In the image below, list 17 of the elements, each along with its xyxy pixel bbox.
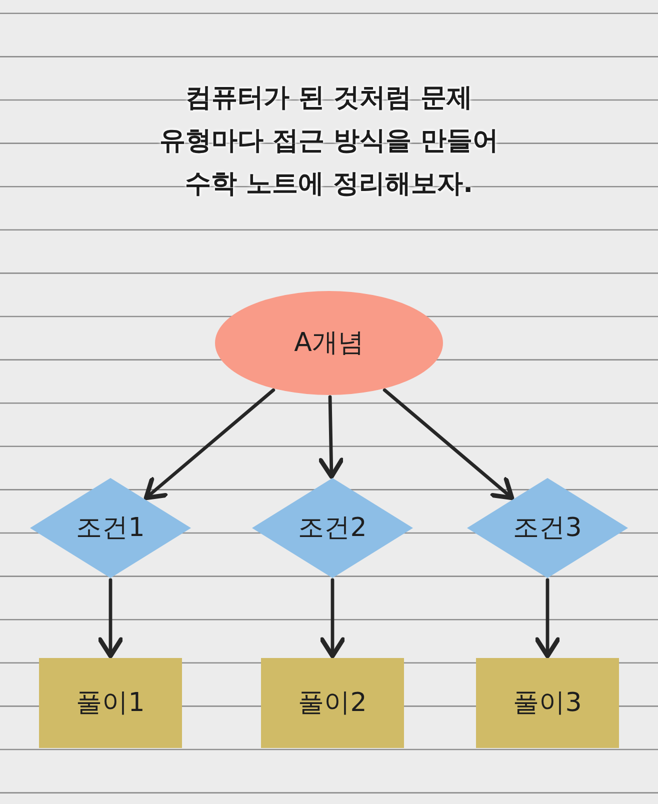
arrow <box>534 578 560 658</box>
diamond-label: 조건2 <box>298 512 367 544</box>
ellipse-label: A개념 <box>294 327 364 359</box>
solution-box <box>261 658 404 748</box>
diamond-label: 조건3 <box>513 512 582 544</box>
solution-box <box>476 658 619 748</box>
arrow <box>320 578 346 658</box>
box-label: 풀이2 <box>298 687 367 719</box>
solution-box <box>39 658 182 748</box>
title-text: 컴퓨터가 된 것처럼 문제 유형마다 접근 방식을 만들어 수학 노트에 정리해보자. <box>158 82 500 201</box>
arrow <box>98 578 124 658</box>
box-label: 풀이1 <box>76 687 145 719</box>
box-label: 풀이3 <box>513 687 582 719</box>
arrow <box>382 388 514 500</box>
arrow <box>318 395 344 479</box>
diamond-label: 조건1 <box>76 512 145 544</box>
arrow <box>144 388 276 500</box>
